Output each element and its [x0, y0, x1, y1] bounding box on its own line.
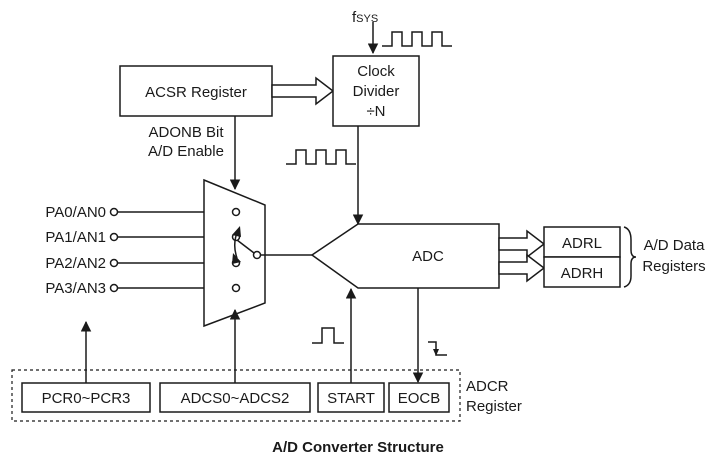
adcr-register-group	[11, 369, 461, 422]
start-field-label: START	[327, 390, 375, 407]
adrl-register-label: ADRL	[562, 235, 602, 252]
adc-to-data-register-hollow-arrow-2	[498, 253, 546, 283]
mux-switch-arc-head-up	[232, 226, 241, 237]
adrh-register-box	[543, 256, 621, 288]
fsys-label-sub: SYS	[356, 13, 378, 25]
acsr-to-divider-hollow-arrow	[271, 76, 335, 106]
clock-divider-box	[332, 55, 420, 127]
clock-divider-line1: Clock	[357, 63, 395, 80]
adcs-field-box	[159, 382, 311, 413]
eocb-falling-edge-icon	[428, 341, 447, 356]
divided-clock-waveform-icon	[286, 149, 356, 165]
adc-to-data-register-hollow-arrow	[498, 229, 546, 259]
adc-block	[310, 223, 500, 289]
data-registers-caption-line2: Registers	[642, 258, 705, 275]
fsys-label: fSYS	[352, 9, 378, 26]
adcs-field-label: ADCS0~ADCS2	[181, 390, 290, 407]
mux-switch-blade	[236, 239, 255, 254]
adrl-register-box	[543, 226, 621, 258]
adcr-caption-line1: ADCR	[466, 378, 509, 395]
mux-contact-an3	[231, 283, 241, 293]
eocb-field-label: EOCB	[398, 390, 441, 407]
pin-terminal-an1	[109, 232, 119, 242]
analog-multiplexer	[203, 178, 266, 328]
mux-switch-arc-head-down	[232, 253, 241, 264]
pin-label-an0: PA0/AN0	[45, 204, 106, 221]
start-field-box	[317, 382, 385, 413]
adrh-register-label: ADRH	[561, 265, 604, 282]
pin-label-an1: PA1/AN1	[45, 229, 106, 246]
pin-terminal-an3	[109, 283, 119, 293]
mux-common-contact	[252, 250, 262, 260]
eocb-falling-edge-arrowhead	[433, 349, 439, 356]
adcr-caption-line2: Register	[466, 398, 522, 415]
data-registers-caption-line1: A/D Data	[644, 237, 706, 254]
pin-label-an2: PA2/AN2	[45, 255, 106, 272]
acsr-register-box	[119, 65, 273, 117]
mux-contact-an0	[231, 207, 241, 217]
diagram-caption: A/D Converter Structure	[272, 439, 444, 456]
pin-terminal-an0	[109, 207, 119, 217]
data-registers-brace-icon	[623, 226, 637, 288]
adc-label: ADC	[412, 248, 444, 265]
fsys-label-f: f	[352, 9, 357, 26]
start-pulse-icon	[312, 327, 344, 344]
pcr-field-box	[21, 382, 151, 413]
pcr-field-label: PCR0~PCR3	[42, 390, 131, 407]
ad-enable-label: A/D Enable	[148, 143, 224, 160]
pin-terminal-an2	[109, 258, 119, 268]
clock-divider-line2: Divider	[353, 83, 400, 100]
clock-divider-line3: ÷N	[366, 103, 385, 120]
eocb-field-box	[388, 382, 450, 413]
adonb-bit-label: ADONB Bit	[148, 124, 224, 141]
pin-label-an3: PA3/AN3	[45, 280, 106, 297]
fsys-clock-waveform-icon	[382, 31, 452, 47]
acsr-register-label: ACSR Register	[145, 84, 247, 101]
